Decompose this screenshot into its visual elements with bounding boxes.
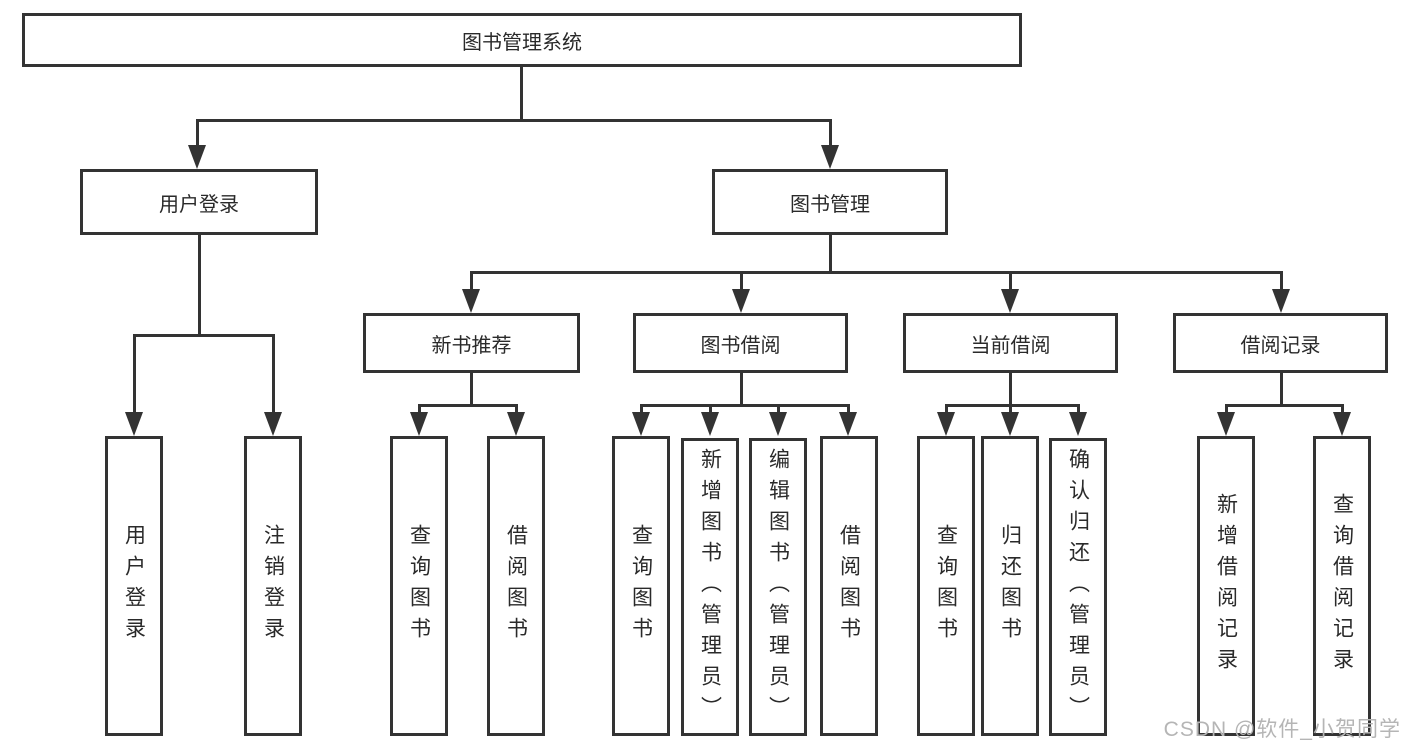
arrow-down-icon	[1217, 412, 1235, 436]
connector-to-module	[470, 271, 473, 292]
arrow-down-icon	[1069, 412, 1087, 436]
node-root: 图书管理系统	[22, 13, 1022, 67]
arrow-down-icon	[462, 289, 480, 313]
connector-to-leaf	[272, 334, 275, 414]
connector-root-hbar	[196, 119, 832, 122]
connector-to-leaf	[777, 404, 780, 414]
node-user-login: 用户登录	[80, 169, 318, 235]
watermark: CSDN @软件_小贺同学	[1163, 718, 1401, 741]
arrow-down-icon	[188, 145, 206, 169]
node-new-book-recommend-label: 新书推荐	[431, 334, 512, 357]
arrow-down-icon	[632, 412, 650, 436]
connector-borrowing-hbar	[640, 404, 850, 407]
connector-to-leaf	[133, 334, 136, 414]
connector-current-stem	[1009, 373, 1012, 407]
connector-to-leaf	[945, 404, 948, 414]
connector-to-module	[740, 271, 743, 292]
leaf-user-login-label: 用户登录	[122, 524, 146, 648]
node-current-borrowing-label: 当前借阅	[970, 334, 1051, 357]
leaf-newbook-query-label: 查询图书	[407, 524, 431, 648]
arrow-down-icon	[732, 289, 750, 313]
leaf-borrow-borrow-book: 借阅图书	[820, 436, 878, 736]
leaf-current-query-label: 查询图书	[934, 524, 958, 648]
leaf-borrow-edit-book-label: 编辑图书（管理员）	[766, 447, 790, 727]
connector-to-user-login	[196, 119, 199, 149]
node-borrow-records: 借阅记录	[1173, 313, 1388, 373]
connector-borrowing-stem	[740, 373, 743, 407]
arrow-down-icon	[1272, 289, 1290, 313]
connector-records-stem	[1280, 373, 1283, 407]
leaf-current-return: 归还图书	[981, 436, 1039, 736]
node-new-book-recommend: 新书推荐	[363, 313, 580, 373]
connector-to-leaf	[640, 404, 643, 414]
connector-to-leaf	[1225, 404, 1228, 414]
arrow-down-icon	[937, 412, 955, 436]
node-book-management-label: 图书管理	[790, 193, 870, 216]
arrow-down-icon	[410, 412, 428, 436]
connector-user-login-hbar	[133, 334, 275, 337]
leaf-logout: 注销登录	[244, 436, 302, 736]
connector-newbook-stem	[470, 373, 473, 407]
leaf-records-add: 新增借阅记录	[1197, 436, 1255, 736]
arrow-down-icon	[769, 412, 787, 436]
connector-to-book-management	[829, 119, 832, 149]
arrow-down-icon	[701, 412, 719, 436]
connector-book-mgmt-hbar	[470, 271, 1283, 274]
connector-to-leaf	[1077, 404, 1080, 414]
arrow-down-icon	[1333, 412, 1351, 436]
arrow-down-icon	[821, 145, 839, 169]
connector-to-module	[1009, 271, 1012, 292]
connector-records-hbar	[1225, 404, 1344, 407]
leaf-borrow-query-label: 查询图书	[629, 524, 653, 648]
leaf-newbook-borrow: 借阅图书	[487, 436, 545, 736]
connector-to-leaf	[847, 404, 850, 414]
connector-user-login-stem	[198, 235, 201, 337]
arrow-down-icon	[125, 412, 143, 436]
connector-to-leaf	[1009, 404, 1012, 414]
connector-to-leaf	[709, 404, 712, 414]
leaf-borrow-query: 查询图书	[612, 436, 670, 736]
leaf-current-return-label: 归还图书	[998, 524, 1022, 648]
node-book-borrowing-label: 图书借阅	[700, 334, 781, 357]
leaf-borrow-add-book-label: 新增图书（管理员）	[698, 447, 722, 727]
leaf-borrow-edit-book: 编辑图书（管理员）	[749, 438, 807, 736]
leaf-borrow-add-book: 新增图书（管理员）	[681, 438, 739, 736]
connector-to-leaf	[418, 404, 421, 414]
connector-book-mgmt-stem	[829, 235, 832, 274]
arrow-down-icon	[507, 412, 525, 436]
node-root-label: 图书管理系统	[462, 31, 582, 54]
arrow-down-icon	[1001, 289, 1019, 313]
connector-to-leaf	[1341, 404, 1344, 414]
leaf-user-login: 用户登录	[105, 436, 163, 736]
connector-newbook-hbar	[418, 404, 518, 407]
arrow-down-icon	[264, 412, 282, 436]
arrow-down-icon	[1001, 412, 1019, 436]
leaf-current-confirm-return-label: 确认归还（管理员）	[1066, 447, 1090, 727]
node-borrow-records-label: 借阅记录	[1240, 334, 1321, 357]
node-book-management: 图书管理	[712, 169, 948, 235]
leaf-current-query: 查询图书	[917, 436, 975, 736]
connector-to-leaf	[515, 404, 518, 414]
leaf-borrow-borrow-book-label: 借阅图书	[837, 524, 861, 648]
leaf-logout-label: 注销登录	[261, 524, 285, 648]
connector-root-stem	[520, 65, 523, 122]
connector-current-hbar	[945, 404, 1080, 407]
leaf-current-confirm-return: 确认归还（管理员）	[1049, 438, 1107, 736]
node-current-borrowing: 当前借阅	[903, 313, 1118, 373]
leaf-records-query: 查询借阅记录	[1313, 436, 1371, 736]
leaf-records-query-label: 查询借阅记录	[1330, 493, 1354, 679]
connector-to-module	[1280, 271, 1283, 292]
leaf-newbook-borrow-label: 借阅图书	[504, 524, 528, 648]
node-user-login-label: 用户登录	[159, 193, 239, 216]
node-book-borrowing: 图书借阅	[633, 313, 848, 373]
leaf-newbook-query: 查询图书	[390, 436, 448, 736]
arrow-down-icon	[839, 412, 857, 436]
leaf-records-add-label: 新增借阅记录	[1214, 493, 1238, 679]
